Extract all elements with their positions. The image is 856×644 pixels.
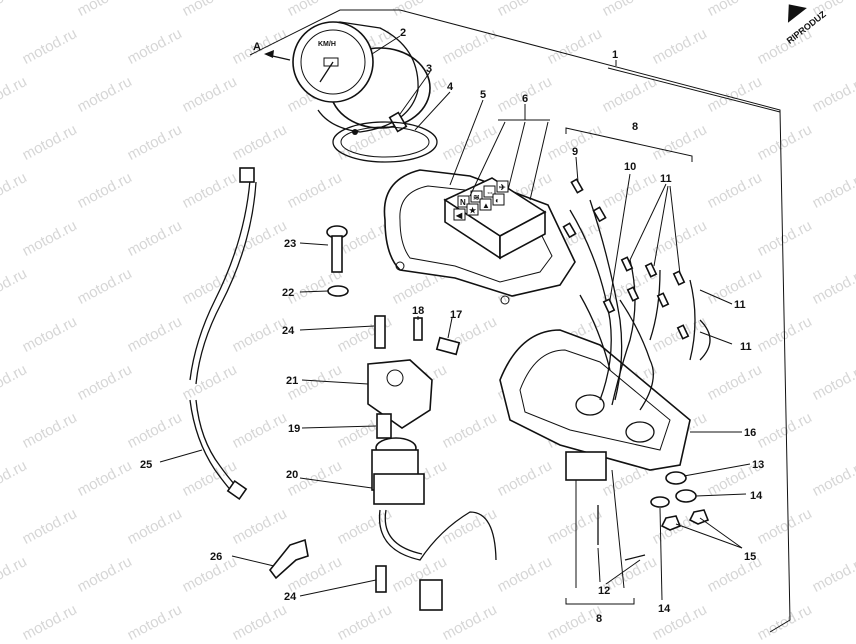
direction-arrow-a bbox=[264, 50, 291, 61]
wiring-harness bbox=[562, 178, 711, 411]
warning-lamp-cell bbox=[479, 198, 492, 211]
warning-lamp-symbol: ★ bbox=[469, 206, 477, 215]
callout-20: 20 bbox=[286, 469, 298, 481]
warning-lamp-cell bbox=[470, 190, 483, 203]
warning-lamp-symbol: ⇔ bbox=[486, 188, 494, 197]
warning-lamp-cell bbox=[453, 208, 466, 221]
warning-lamp-symbol: ◐ bbox=[495, 196, 500, 205]
ignition-bracket bbox=[367, 359, 433, 429]
callout-2: 2 bbox=[400, 27, 406, 39]
callout-1: 1 bbox=[612, 49, 618, 61]
grommet-13 bbox=[665, 471, 687, 485]
callout-17: 17 bbox=[450, 309, 462, 321]
ignition-switch bbox=[371, 437, 497, 611]
callout-6: 6 bbox=[522, 93, 528, 105]
callout-5: 5 bbox=[480, 89, 486, 101]
callout-9: 9 bbox=[572, 146, 578, 158]
callout-25: 25 bbox=[140, 459, 152, 471]
callout-21: 21 bbox=[286, 375, 298, 387]
warning-lamp-cell bbox=[466, 203, 479, 216]
screws-12 bbox=[597, 505, 646, 561]
warning-lamp-cell bbox=[457, 195, 470, 208]
callout-labels: A 1 2 3 4 5 6 8 9 10 11 11 11 16 13 14 1… bbox=[140, 27, 764, 625]
gauge-unit-label: KM/H bbox=[318, 41, 336, 48]
callout-4: 4 bbox=[447, 81, 454, 93]
warning-icon-grid: N ≋ ⇔ ✈ ◀ ★ ▲ ◐ bbox=[453, 180, 509, 221]
nuts-15 bbox=[660, 509, 710, 531]
callout-24-lower: 24 bbox=[284, 591, 297, 603]
speedometer-gauge: KM/H bbox=[292, 21, 431, 135]
callout-13: 13 bbox=[752, 459, 764, 471]
washers-14 bbox=[650, 489, 697, 508]
washer-22 bbox=[327, 285, 349, 297]
callout-23: 23 bbox=[284, 238, 296, 250]
pilot-bulb-17 bbox=[435, 336, 461, 356]
warning-lamp-symbol: ◀ bbox=[455, 211, 463, 220]
warning-light-cluster: N ≋ ⇔ ✈ ◀ ★ ▲ ◐ bbox=[443, 177, 547, 260]
warning-lamp-cell bbox=[496, 180, 509, 193]
warning-lamp-symbol: ≋ bbox=[473, 193, 480, 202]
leader-lines bbox=[159, 35, 751, 605]
assembly-frame-outline bbox=[249, 9, 791, 633]
callout-11-mid: 11 bbox=[734, 299, 746, 311]
callout-15: 15 bbox=[744, 551, 756, 563]
direction-label: A bbox=[253, 41, 261, 53]
callout-10: 10 bbox=[624, 161, 636, 173]
warning-lamp-cell bbox=[483, 185, 496, 198]
callout-19: 19 bbox=[288, 423, 300, 435]
callout-8-bottom: 8 bbox=[596, 613, 602, 625]
callout-24-upper: 24 bbox=[282, 325, 295, 337]
gauge-mounting-ring bbox=[332, 121, 438, 163]
lower-instrument-housing bbox=[499, 329, 691, 481]
riproduz-stamp: RIPRODUZ bbox=[785, 4, 828, 46]
callout-14-bottom: 14 bbox=[658, 603, 671, 615]
callout-11-low: 11 bbox=[740, 341, 752, 353]
callout-12: 12 bbox=[598, 585, 610, 597]
warning-lamp-symbol: ▲ bbox=[482, 201, 490, 210]
ignition-key bbox=[268, 538, 309, 580]
screw-24-upper bbox=[374, 315, 386, 349]
callout-16: 16 bbox=[744, 427, 756, 439]
spacer-19 bbox=[376, 413, 392, 439]
callout-3: 3 bbox=[426, 63, 432, 75]
mounting-bolt-23 bbox=[326, 225, 348, 273]
screw-24-lower bbox=[375, 565, 387, 593]
warning-lamp-symbol: ✈ bbox=[499, 183, 506, 192]
callout-14-right: 14 bbox=[750, 490, 763, 502]
warning-lamp-cell bbox=[492, 193, 505, 206]
warning-lamp-symbol: N bbox=[460, 198, 466, 207]
callout-18: 18 bbox=[412, 305, 424, 317]
callout-22: 22 bbox=[282, 287, 294, 299]
callout-11-top: 11 bbox=[660, 173, 672, 185]
callout-26: 26 bbox=[210, 551, 222, 563]
speedometer-cable bbox=[189, 167, 257, 501]
screw-18 bbox=[413, 317, 423, 341]
callout-8-top: 8 bbox=[632, 121, 638, 133]
